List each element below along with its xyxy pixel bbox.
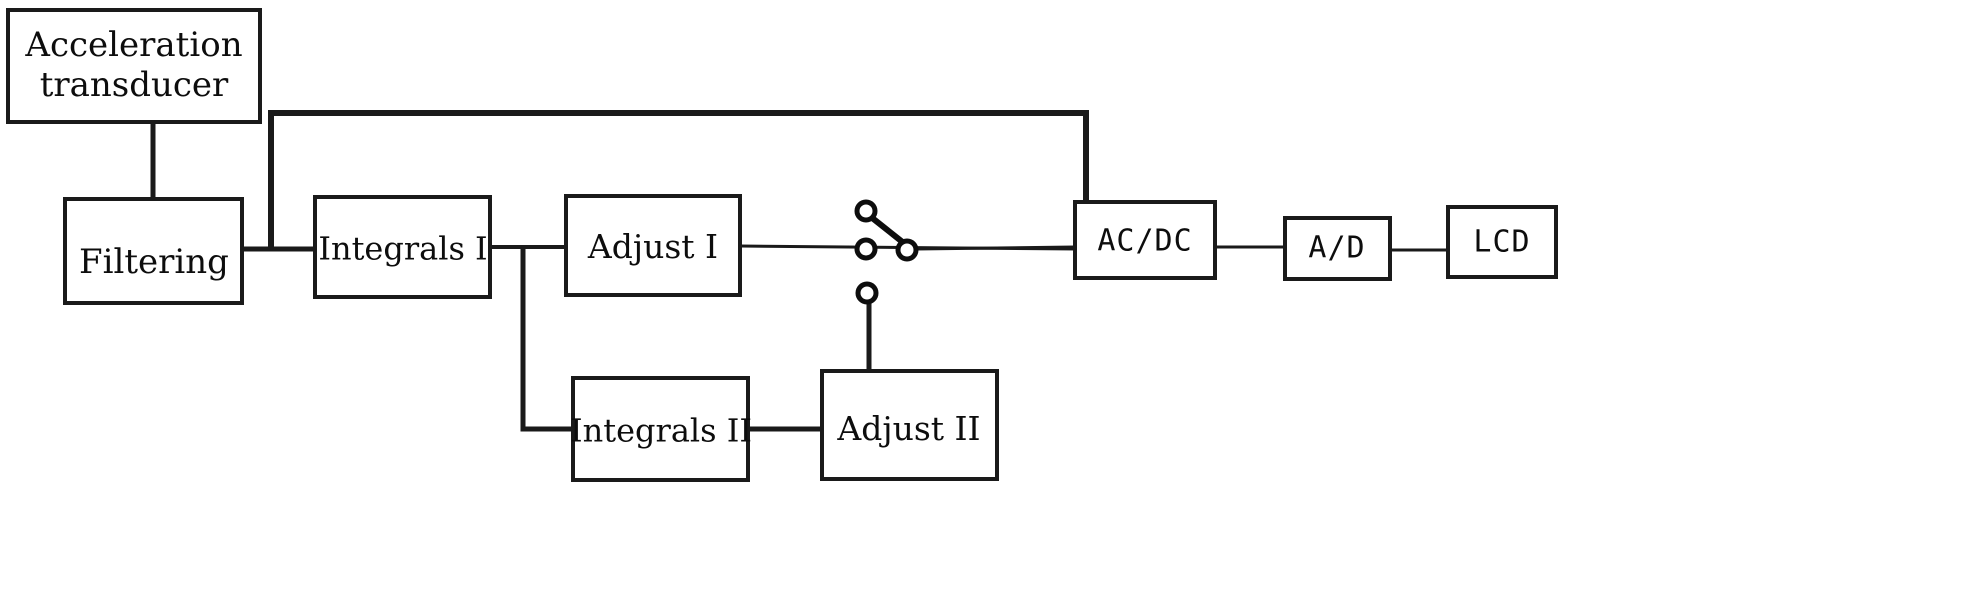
block-label-adjust-1: Adjust I <box>587 227 718 266</box>
block-integrals-2[interactable] <box>571 376 750 482</box>
switch-terminal-common-pole[interactable] <box>895 238 919 262</box>
switch-terminal-top[interactable] <box>854 199 878 223</box>
block-label-filtering: Filtering <box>79 242 229 282</box>
block-lcd[interactable] <box>1446 205 1558 279</box>
block-label-a-d: A/D <box>1308 231 1365 266</box>
wire-bypass-to-switch-top <box>268 110 1089 253</box>
wire-integrals-1-to-integrals-2 <box>520 247 573 432</box>
switch-terminal-bottom[interactable] <box>855 281 879 305</box>
block-adjust-2[interactable] <box>820 369 999 481</box>
switch-terminal-middle-left[interactable] <box>854 237 878 261</box>
block-label-acceleration-transducer-line1: Acceleration <box>24 25 242 65</box>
wire-switch-to-ac-dc <box>915 245 1076 251</box>
block-label-integrals-1: Integrals I <box>318 230 487 268</box>
block-acceleration-transducer[interactable] <box>6 8 262 124</box>
block-label-acceleration-transducer-line2: transducer <box>40 65 229 105</box>
block-label-ac-dc: AC/DC <box>1097 224 1192 259</box>
block-filtering[interactable] <box>63 197 244 305</box>
block-adjust-1[interactable] <box>564 194 742 297</box>
block-integrals-1[interactable] <box>313 195 492 299</box>
block-a-d[interactable] <box>1283 216 1392 281</box>
block-label-integrals-2: Integrals II <box>570 412 752 450</box>
switch-blade[interactable] <box>868 214 908 247</box>
block-ac-dc[interactable] <box>1073 200 1217 280</box>
block-label-adjust-2: Adjust II <box>836 409 980 448</box>
block-label-lcd: LCD <box>1473 225 1530 260</box>
